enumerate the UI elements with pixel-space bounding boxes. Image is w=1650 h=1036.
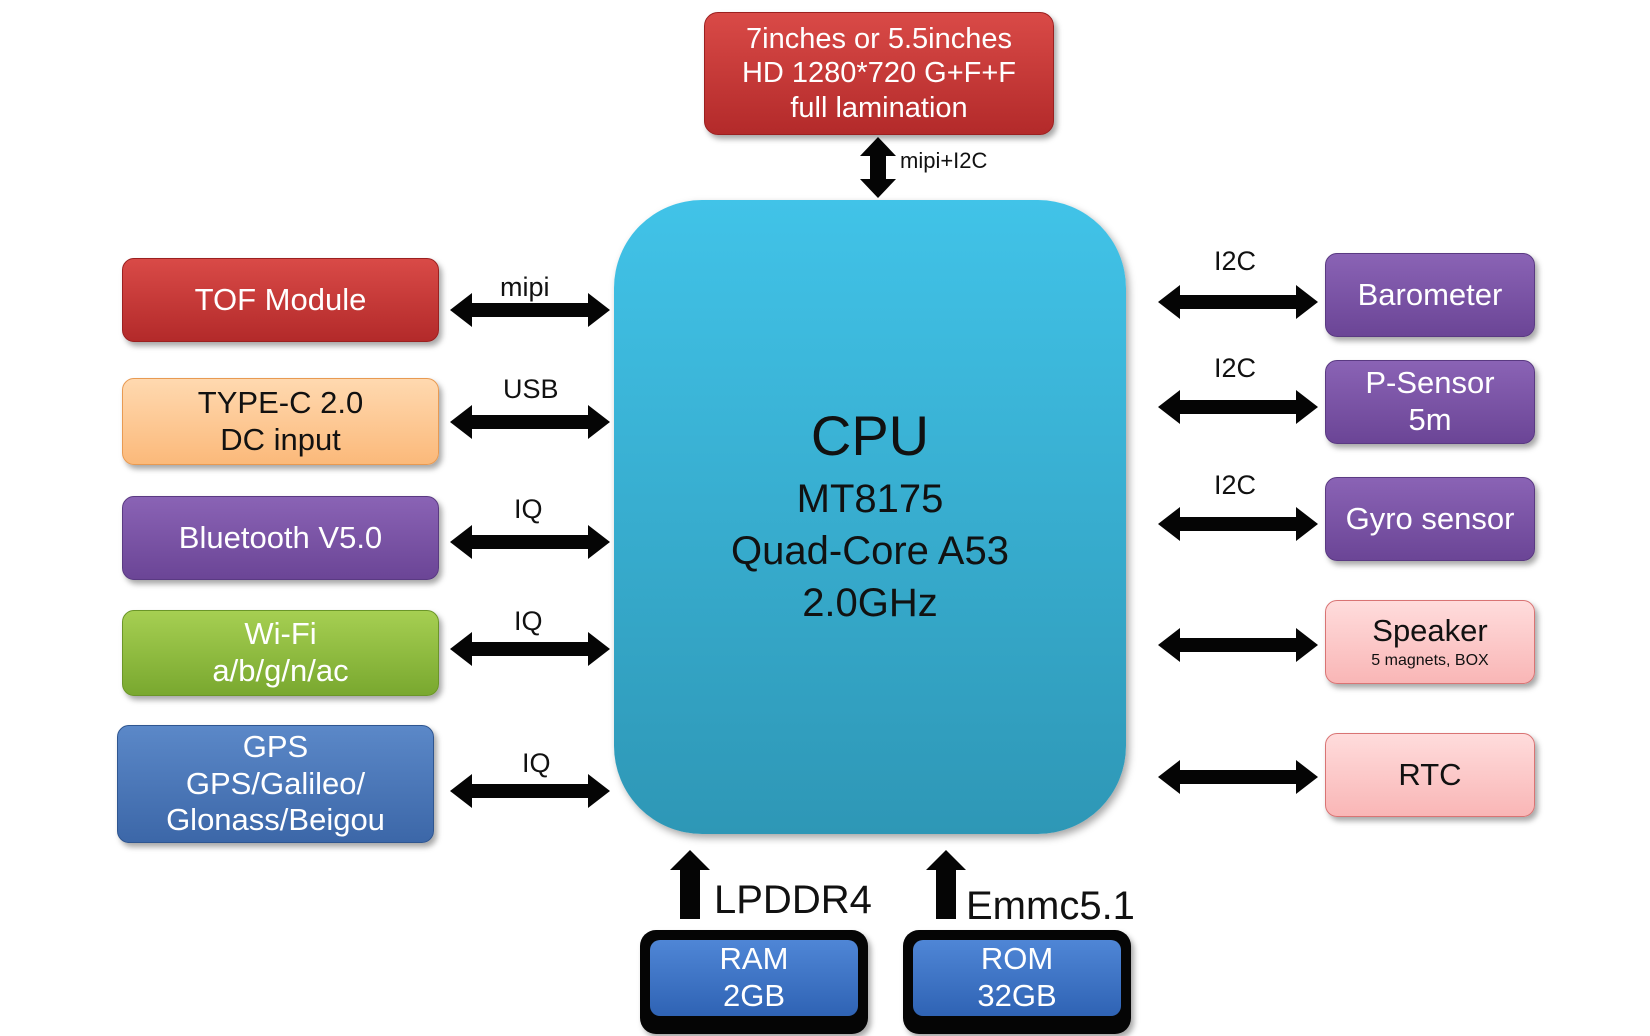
- arrow-psensor: [1158, 390, 1318, 424]
- speaker-label: Speaker: [1372, 613, 1488, 649]
- display-line-2: HD 1280*720 G+F+F: [741, 57, 1017, 90]
- rom-box: ROM 32GB: [913, 940, 1121, 1016]
- gps-box: GPS GPS/Galileo/ Glonass/Beigou: [117, 725, 434, 843]
- gyro-connection-label: I2C: [1214, 470, 1257, 500]
- arrow-typec: [450, 405, 610, 439]
- ram-label: RAM: [719, 941, 789, 977]
- gps-sublabel-2: Glonass/Beigou: [166, 802, 385, 838]
- rom-connection-label: Emmc5.1: [966, 884, 1135, 928]
- display-box: 7inches or 5.5inches HD 1280*720 G+F+F f…: [704, 12, 1054, 135]
- display-line-1: 7inches or 5.5inches: [746, 23, 1012, 56]
- psensor-connection-label: I2C: [1214, 353, 1257, 383]
- arrow-bluetooth: [450, 525, 610, 559]
- cpu-block: CPU MT8175 Quad-Core A53 2.0GHz: [614, 200, 1126, 834]
- bluetooth-connection-label: IQ: [514, 494, 543, 524]
- ram-frame: RAM 2GB: [640, 930, 868, 1034]
- rtc-label: RTC: [1398, 756, 1462, 792]
- typec-connection-label: USB: [503, 374, 559, 404]
- speaker-box: Speaker 5 magnets, BOX: [1325, 600, 1535, 684]
- tof-module-label: TOF Module: [194, 281, 367, 317]
- ram-box: RAM 2GB: [650, 940, 858, 1016]
- typec-sublabel: DC input: [220, 421, 341, 457]
- typec-box: TYPE-C 2.0 DC input: [122, 378, 439, 465]
- cpu-title: CPU: [810, 404, 930, 468]
- gps-label: GPS: [242, 729, 309, 765]
- psensor-sublabel: 5m: [1408, 402, 1452, 437]
- arrow-ram: [670, 850, 710, 919]
- tof-module-box: TOF Module: [122, 258, 439, 342]
- wifi-box: Wi-Fi a/b/g/n/ac: [122, 610, 439, 696]
- bluetooth-label: Bluetooth V5.0: [178, 519, 383, 555]
- display-connection-label: mipi+I2C: [900, 148, 988, 173]
- ram-size: 2GB: [722, 978, 786, 1013]
- cpu-core: Quad-Core A53: [731, 528, 1009, 573]
- rom-label: ROM: [980, 941, 1054, 977]
- arrow-gyro: [1158, 507, 1318, 541]
- barometer-label: Barometer: [1357, 276, 1503, 312]
- gps-connection-label: IQ: [522, 748, 551, 778]
- ram-connection-label: LPDDR4: [714, 878, 872, 922]
- rom-frame: ROM 32GB: [903, 930, 1131, 1034]
- wifi-connection-label: IQ: [514, 606, 543, 636]
- barometer-box: Barometer: [1325, 253, 1535, 337]
- psensor-label: P-Sensor: [1365, 365, 1495, 401]
- arrow-rom: [926, 850, 966, 919]
- bluetooth-box: Bluetooth V5.0: [122, 496, 439, 580]
- cpu-model: MT8175: [796, 476, 944, 521]
- psensor-box: P-Sensor 5m: [1325, 360, 1535, 444]
- rom-size: 32GB: [977, 978, 1057, 1013]
- arrow-gps: [450, 774, 610, 808]
- tof-connection-label: mipi: [500, 272, 550, 302]
- typec-label: TYPE-C 2.0: [197, 384, 364, 420]
- gps-sublabel-1: GPS/Galileo/: [185, 765, 366, 801]
- display-arrow: [860, 137, 896, 198]
- rtc-box: RTC: [1325, 733, 1535, 817]
- arrow-speaker: [1158, 628, 1318, 662]
- arrow-wifi: [450, 632, 610, 666]
- arrow-rtc: [1158, 760, 1318, 794]
- wifi-label: Wi-Fi: [244, 616, 317, 652]
- speaker-sublabel: 5 magnets, BOX: [1371, 651, 1489, 669]
- cpu-frequency: 2.0GHz: [802, 580, 938, 625]
- gyro-sensor-box: Gyro sensor: [1325, 477, 1535, 561]
- barometer-connection-label: I2C: [1214, 246, 1257, 276]
- gyro-sensor-label: Gyro sensor: [1345, 500, 1515, 536]
- wifi-sublabel: a/b/g/n/ac: [212, 653, 349, 688]
- arrow-barometer: [1158, 285, 1318, 319]
- display-line-3: full lamination: [790, 91, 968, 124]
